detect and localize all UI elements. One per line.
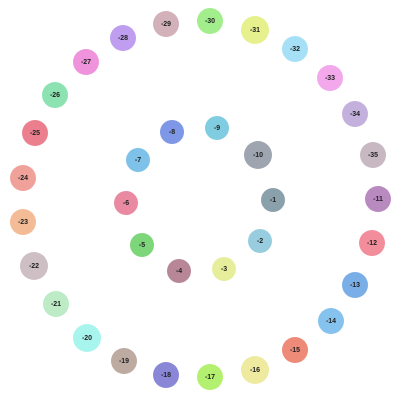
node-circle[interactable]: -6 — [114, 191, 138, 215]
node-circle[interactable]: -20 — [73, 324, 101, 352]
node-label: -13 — [349, 281, 361, 289]
node-circle[interactable]: -19 — [111, 348, 137, 374]
node-label: -29 — [160, 20, 172, 28]
node-circle[interactable]: -10 — [244, 141, 272, 169]
node-circle[interactable]: -13 — [342, 272, 368, 298]
node-circle[interactable]: -23 — [10, 209, 36, 235]
node-circle[interactable]: -17 — [197, 364, 223, 390]
node-circle[interactable]: -16 — [241, 356, 269, 384]
node-label: -16 — [249, 366, 261, 374]
node-label: -21 — [50, 300, 62, 308]
node-circle[interactable]: -28 — [110, 25, 136, 51]
node-label: -24 — [17, 174, 29, 182]
node-label: -1 — [269, 196, 277, 204]
node-circle[interactable]: -26 — [42, 82, 68, 108]
node-circle[interactable]: -2 — [248, 229, 272, 253]
node-label: -7 — [134, 156, 142, 164]
node-circle[interactable]: -3 — [212, 257, 236, 281]
node-circle[interactable]: -12 — [359, 230, 385, 256]
node-circle[interactable]: -31 — [241, 16, 269, 44]
node-circle[interactable]: -32 — [282, 36, 308, 62]
node-label: -35 — [367, 151, 379, 159]
node-label: -32 — [289, 45, 301, 53]
node-label: -28 — [117, 34, 129, 42]
node-circle[interactable]: -14 — [318, 308, 344, 334]
node-circle[interactable]: -11 — [365, 186, 391, 212]
node-circle[interactable]: -22 — [20, 252, 48, 280]
node-label: -4 — [175, 267, 183, 275]
node-circle[interactable]: -7 — [126, 148, 150, 172]
node-circle[interactable]: -29 — [153, 11, 179, 37]
node-circle[interactable]: -27 — [73, 49, 99, 75]
node-label: -6 — [122, 199, 130, 207]
node-circle[interactable]: -35 — [360, 142, 386, 168]
node-circle[interactable]: -30 — [197, 8, 223, 34]
node-circle[interactable]: -33 — [317, 65, 343, 91]
node-label: -22 — [28, 262, 40, 270]
node-circle[interactable]: -34 — [342, 101, 368, 127]
node-label: -33 — [324, 74, 336, 82]
node-circle[interactable]: -5 — [130, 233, 154, 257]
node-label: -18 — [160, 371, 172, 379]
node-label: -25 — [29, 129, 41, 137]
node-circle[interactable]: -21 — [43, 291, 69, 317]
node-label: -8 — [168, 128, 176, 136]
node-circle[interactable]: -15 — [282, 337, 308, 363]
node-label: -2 — [256, 237, 264, 245]
node-label: -15 — [289, 346, 301, 354]
node-label: -12 — [366, 239, 378, 247]
node-label: -34 — [349, 110, 361, 118]
node-circle[interactable]: -25 — [22, 120, 48, 146]
node-label: -3 — [220, 265, 228, 273]
node-circle[interactable]: -8 — [160, 120, 184, 144]
node-label: -10 — [252, 151, 264, 159]
node-label: -26 — [49, 91, 61, 99]
node-label: -5 — [138, 241, 146, 249]
node-label: -27 — [80, 58, 92, 66]
node-label: -20 — [81, 334, 93, 342]
node-circle[interactable]: -1 — [261, 188, 285, 212]
node-label: -9 — [213, 124, 221, 132]
node-circle[interactable]: -24 — [10, 165, 36, 191]
node-label: -23 — [17, 218, 29, 226]
node-label: -30 — [204, 17, 216, 25]
node-label: -11 — [373, 195, 383, 203]
node-circle[interactable]: -4 — [167, 259, 191, 283]
node-label: -14 — [325, 317, 337, 325]
node-label: -19 — [118, 357, 130, 365]
node-circle[interactable]: -9 — [205, 116, 229, 140]
node-circle[interactable]: -18 — [153, 362, 179, 388]
node-label: -31 — [249, 26, 261, 34]
node-label: -17 — [204, 373, 216, 381]
